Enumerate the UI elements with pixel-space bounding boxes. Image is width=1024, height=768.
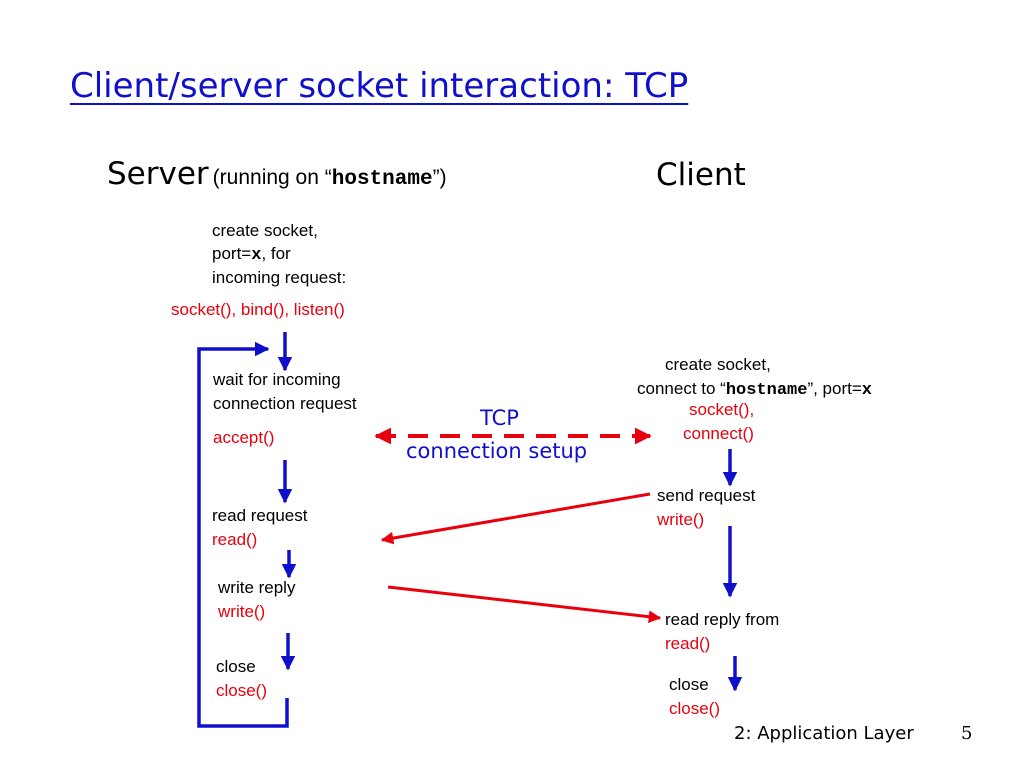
client-create-connect-to: connect to “ [637,379,726,398]
server-loop-line [197,341,289,728]
client-create-line1: create socket, [665,355,771,374]
server-create-for: , for [261,244,291,263]
server-create-line2: port=x, for [212,242,291,267]
server-header-detail-open: (running on “ [212,166,332,189]
footer-page-number: 5 [961,723,973,744]
client-create-call1: socket(), [689,400,755,419]
server-header-hostname: hostname [331,168,433,191]
client-create-port-var: x [861,381,872,400]
tcp-setup-label-line2: connection setup [406,439,588,463]
client-create-line2: connect to “hostname”, port=x [637,377,872,402]
client-create-hostname: hostname [725,381,808,400]
server-wait-line1: wait for incoming [213,370,341,389]
server-header-main: Server [107,156,209,192]
tcp-setup-label-line1: TCP [480,406,519,430]
server-read-call: read() [212,530,258,549]
client-close-label: close [669,675,709,694]
slide-title: Client/server socket interaction: TCP [70,66,689,106]
server-create-call: socket(), bind(), listen() [171,300,345,319]
client-close-call: close() [669,699,721,718]
client-read-call: read() [665,634,711,653]
server-create-line3: incoming request: [212,268,347,287]
client-create-call2: connect() [683,424,754,443]
client-header: Client [656,157,746,193]
server-wait-call: accept() [213,428,275,447]
client-read-label: read reply from [665,610,780,629]
client-send-call: write() [657,510,705,529]
server-write-call: write() [218,602,266,621]
server-close-call: close() [216,681,268,700]
server-write-label: write reply [218,578,296,597]
request-arrow [380,492,651,545]
server-create-port-label: port= [212,244,252,263]
client-send-label: send request [657,486,756,505]
server-read-label: read request [212,506,308,525]
client-create-port-label: ”, port= [807,379,862,398]
server-close-label: close [216,657,256,676]
server-wait-line2: connection request [213,394,357,413]
server-create-port-var: x [251,246,262,265]
reply-arrow [387,585,662,623]
server-header-detail-close: ”) [432,166,447,189]
server-create-line1: create socket, [212,221,318,240]
footer-section: 2: Application Layer [734,723,914,744]
server-header: Server (running on “hostname”) [107,156,447,192]
